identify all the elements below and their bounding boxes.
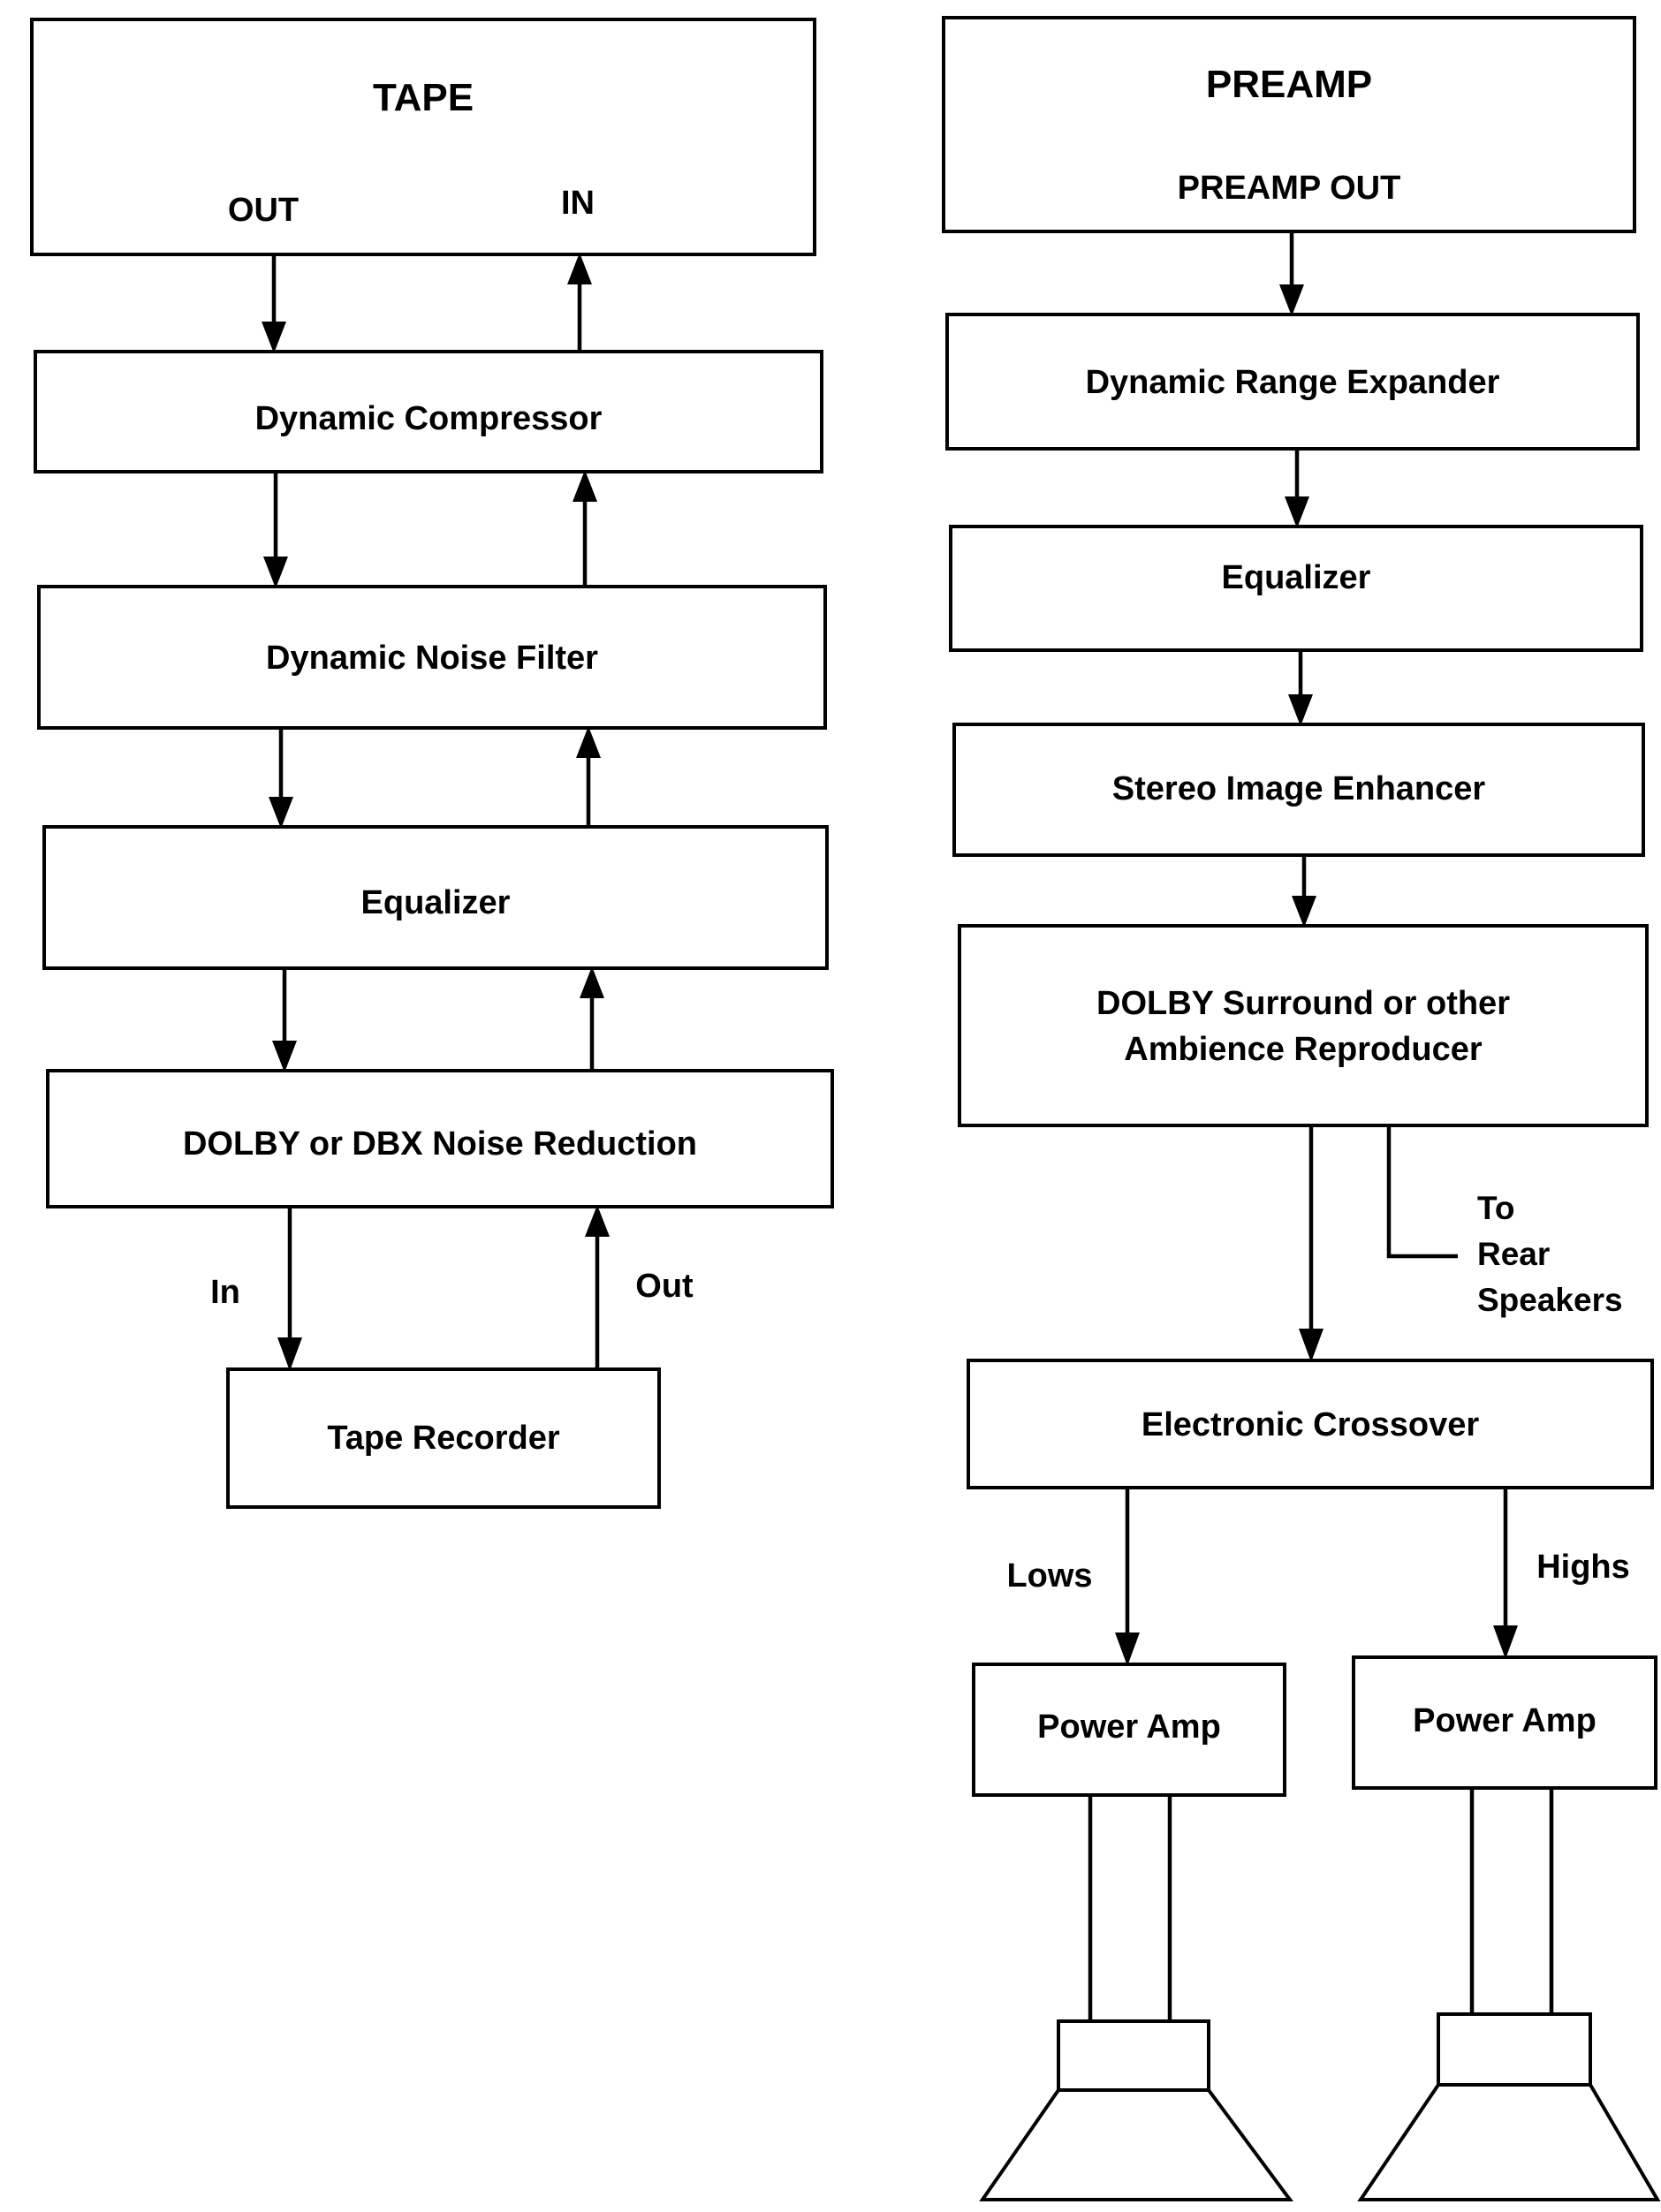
rear-speakers-branch: To Rear Speakers	[1386, 1125, 1623, 1318]
equalizer-label-left: Equalizer	[361, 884, 511, 921]
left-up-arrows	[567, 253, 610, 1369]
arrowhead	[573, 470, 597, 502]
surround-label-line2: Ambience Reproducer	[1124, 1031, 1483, 1068]
tape-recorder-label: Tape Recorder	[327, 1420, 559, 1457]
equalizer-box-right: Equalizer	[949, 525, 1643, 652]
tape-in-label: IN	[561, 185, 595, 222]
rear-speakers-line	[1386, 1125, 1458, 1259]
rear-speakers-label-speakers: Speakers	[1477, 1282, 1623, 1318]
rear-speakers-label-to: To	[1477, 1190, 1514, 1226]
arrowhead	[277, 1337, 302, 1371]
arrowhead	[1285, 496, 1309, 528]
speaker-magnet	[1437, 2012, 1592, 2087]
electronic-crossover-label: Electronic Crossover	[1141, 1406, 1479, 1443]
electronic-crossover-box: Electronic Crossover	[967, 1359, 1654, 1489]
preamp-title: PREAMP	[1206, 63, 1372, 106]
dynamic-compressor-label: Dynamic Compressor	[255, 400, 603, 437]
equalizer-label-right: Equalizer	[1222, 559, 1371, 596]
surround-box: DOLBY Surround or other Ambience Reprodu…	[958, 924, 1649, 1127]
arrowhead	[567, 253, 592, 284]
stereo-image-enhancer-box: Stereo Image Enhancer	[952, 723, 1645, 857]
arrowhead	[1299, 1329, 1323, 1362]
arrowhead	[1493, 1625, 1518, 1659]
right-down-arrows	[1115, 231, 1518, 1666]
power-amp-highs-box: Power Amp	[1352, 1655, 1657, 1790]
tape-out-label: OUT	[228, 192, 299, 229]
dynamic-noise-filter-label: Dynamic Noise Filter	[266, 640, 598, 677]
arrowhead	[1115, 1632, 1140, 1666]
power-amp-lows-label: Power Amp	[1037, 1708, 1221, 1746]
arrowhead	[1288, 694, 1313, 726]
noise-reduction-box: DOLBY or DBX Noise Reduction	[46, 1069, 834, 1208]
arrowhead	[269, 797, 293, 829]
surround-label-line1: DOLBY Surround or other	[1096, 985, 1510, 1022]
arrowhead	[580, 966, 604, 998]
recorder-out-label: Out	[635, 1268, 694, 1305]
speaker-cone	[979, 2088, 1293, 2201]
speaker-magnet	[1057, 2019, 1210, 2092]
dynamic-noise-filter-box: Dynamic Noise Filter	[37, 585, 827, 730]
speaker-highs	[1357, 1788, 1661, 2201]
equalizer-box-left: Equalizer	[42, 825, 829, 970]
arrowhead	[576, 726, 601, 758]
dynamic-compressor-box: Dynamic Compressor	[34, 350, 823, 473]
arrowhead	[585, 1205, 610, 1237]
dynamic-range-expander-label: Dynamic Range Expander	[1086, 364, 1500, 401]
power-amp-lows-box: Power Amp	[972, 1663, 1286, 1797]
dynamic-range-expander-box: Dynamic Range Expander	[945, 313, 1640, 451]
arrowhead	[1292, 896, 1316, 928]
arrowhead	[1279, 284, 1304, 316]
recorder-in-label: In	[210, 1274, 240, 1311]
power-amp-highs-label: Power Amp	[1413, 1702, 1597, 1739]
stereo-image-enhancer-label: Stereo Image Enhancer	[1112, 770, 1486, 807]
tape-recorder-box: Tape Recorder	[226, 1367, 661, 1509]
arrowhead	[272, 1041, 297, 1072]
noise-reduction-label: DOLBY or DBX Noise Reduction	[183, 1125, 697, 1163]
highs-label: Highs	[1536, 1549, 1630, 1586]
rear-speakers-label-rear: Rear	[1477, 1236, 1550, 1272]
preamp-out-label: PREAMP OUT	[1178, 170, 1401, 207]
tape-box: TAPE OUT IN	[30, 18, 816, 256]
lows-label: Lows	[1006, 1557, 1092, 1595]
preamp-box: PREAMP PREAMP OUT	[942, 16, 1636, 233]
tape-title: TAPE	[373, 76, 474, 119]
left-down-arrows	[262, 254, 302, 1371]
speaker-lows	[979, 1795, 1293, 2201]
speaker-cone	[1357, 2083, 1661, 2201]
arrowhead	[263, 557, 288, 588]
arrowhead	[262, 322, 286, 353]
